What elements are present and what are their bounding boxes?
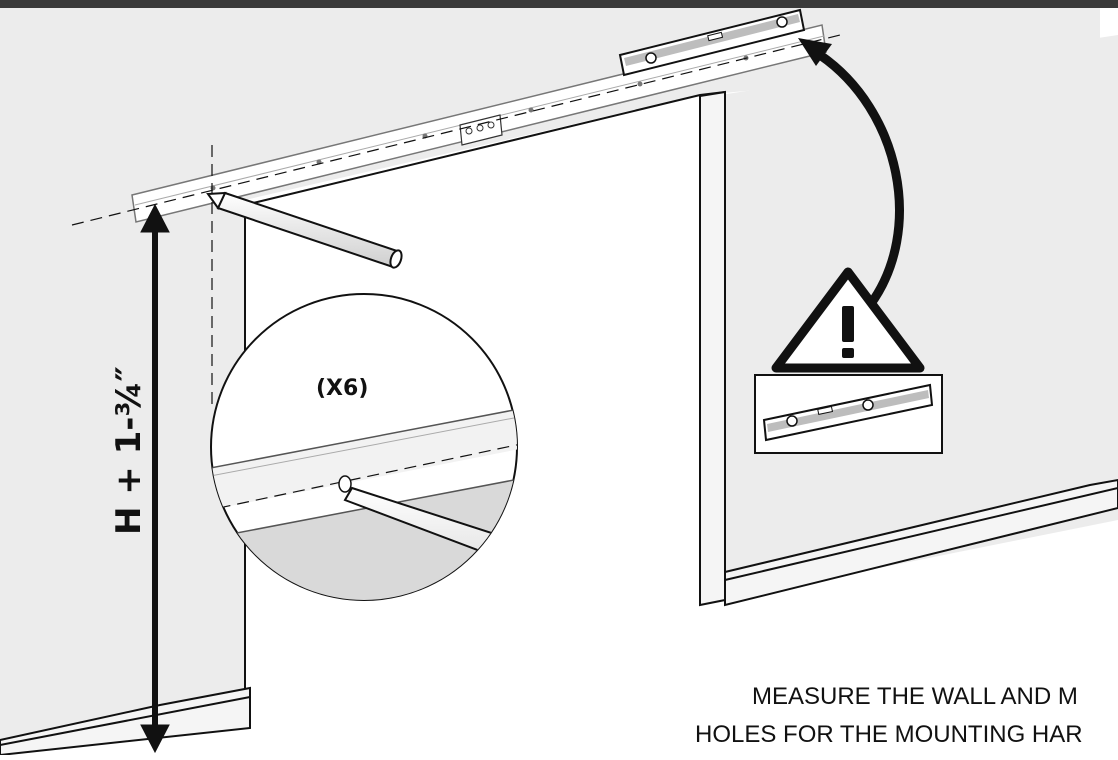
baseboard-right (724, 478, 1118, 607)
level-detail-box (754, 374, 943, 454)
height-dimension-label: H + 1-¾″ (109, 366, 149, 535)
hole-mark-icon (338, 475, 352, 493)
level-guide-line (71, 34, 841, 410)
curved-arrow (798, 38, 904, 308)
top-band (0, 0, 1118, 8)
boxed-level-icon (762, 383, 934, 442)
height-dimension-arrow (140, 203, 170, 754)
baseboard-left (0, 686, 251, 757)
warning-triangle-icon (771, 267, 925, 373)
zoom-detail-circle: (X6) (210, 293, 518, 601)
left-wall (0, 8, 1100, 740)
zoom-quantity-label: (X6) (316, 376, 368, 401)
caption-line-1: MEASURE THE WALL AND M (752, 683, 1078, 710)
spirit-level-icon (618, 8, 806, 77)
caption-line-2: HOLES FOR THE MOUNTING HAR (695, 721, 1083, 748)
right-wall (720, 35, 1118, 600)
pencil-icon (206, 191, 403, 269)
